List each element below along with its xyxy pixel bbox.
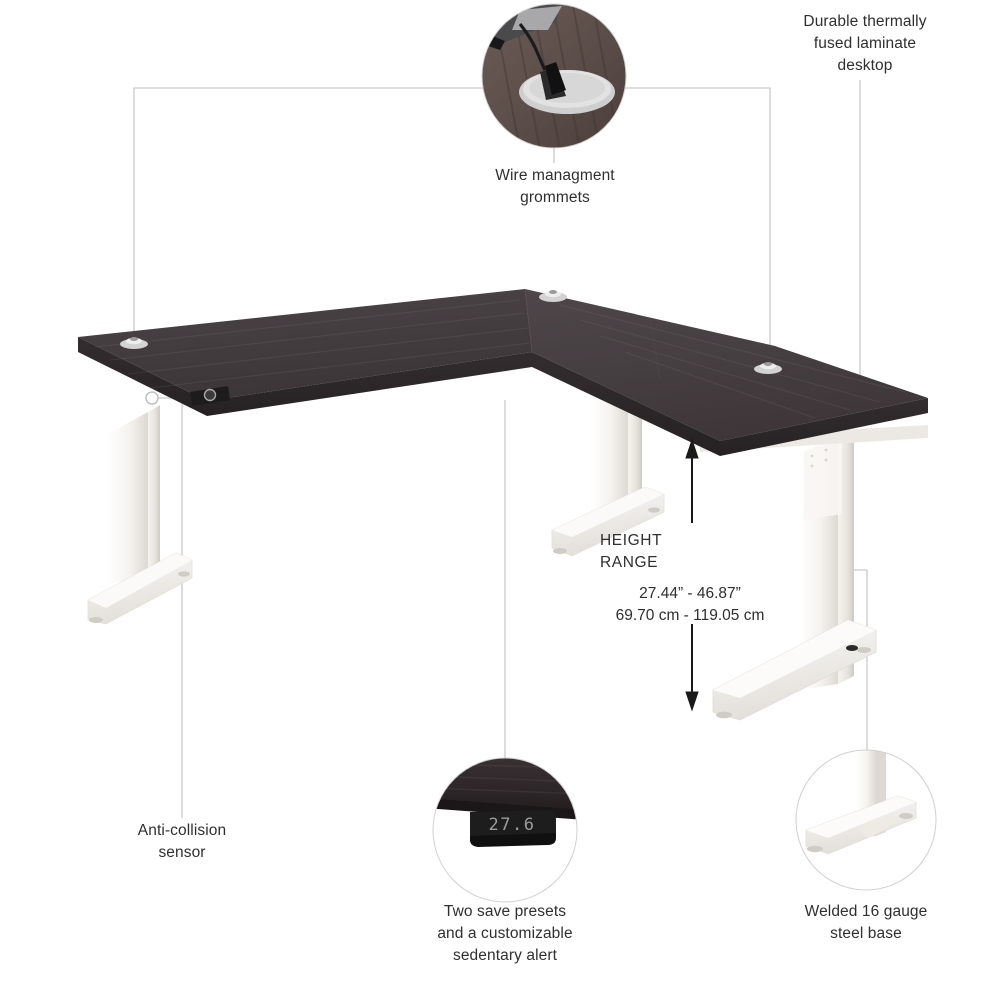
controller-display-value: 27.6 [489, 815, 536, 835]
grommet-left [120, 337, 148, 349]
arrow-down-icon [685, 691, 699, 712]
leader-anti-collision [158, 397, 183, 818]
height-range-centimeters: 69.70 cm - 119.05 cm [615, 607, 765, 624]
arrow-up-icon [685, 438, 699, 459]
desktop-edge-front-left [207, 352, 532, 416]
grommet-center [539, 290, 567, 302]
callout-presets-label: Two save presets and a customizable sede… [437, 903, 573, 964]
desktop-edge-inner [532, 352, 720, 456]
callout-steel-base-label: Welded 16 gauge steel base [804, 903, 928, 942]
desktop-seam-2 [649, 317, 661, 381]
desktop-seam [524, 288, 533, 353]
leader-grommet-bracket [133, 87, 771, 368]
steel-base-photo-circle [795, 749, 937, 891]
desktop-left-top [78, 289, 532, 401]
desk-illustration [78, 288, 928, 721]
desktop-edge-front-right [720, 398, 928, 456]
height-range-title: HEIGHT RANGE [600, 532, 663, 571]
preset-controller-photo-circle: 27.6 [432, 757, 578, 903]
height-range-arrows [685, 438, 699, 712]
height-range-inches: 27.44” - 46.87” [639, 585, 741, 602]
callout-laminate-desktop-label: Durable thermally fused laminate desktop [803, 13, 927, 74]
desktop-right-top [525, 289, 928, 441]
endpoint-anti-collision [145, 391, 159, 405]
grommet-right [754, 362, 782, 374]
callout-wire-grommets-label: Wire managment grommets [495, 167, 615, 206]
desk-leg-right [712, 432, 877, 721]
desktop-edge-left-end [78, 337, 207, 416]
grommet-photo-circle [481, 3, 627, 149]
desk-leg-left [87, 405, 193, 625]
callout-anti-collision-label: Anti-collision sensor [137, 822, 227, 861]
desktop-grain [94, 299, 906, 419]
anti-collision-sensor-module [190, 386, 230, 406]
